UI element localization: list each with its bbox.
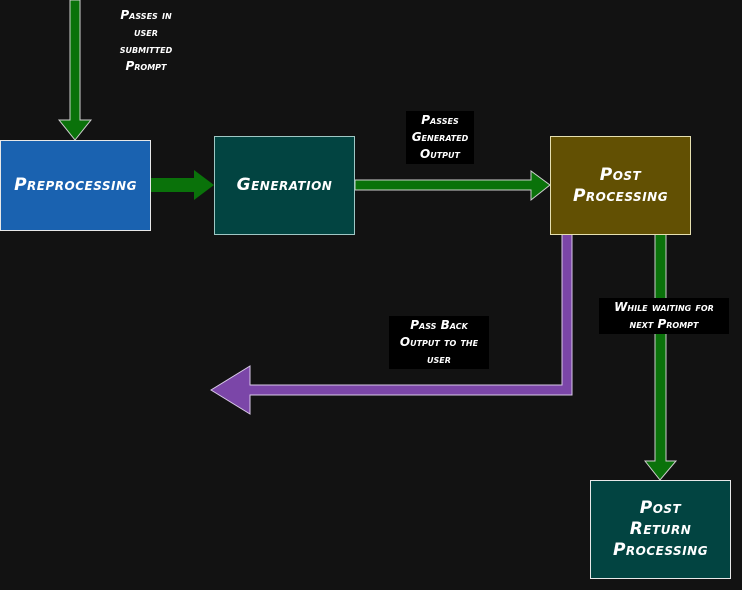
arrow-preprocessing-to-generation — [151, 170, 214, 200]
input-label: Passes in user submitted Prompt — [119, 8, 173, 73]
generated-output-label: Passes Generated Output — [406, 111, 474, 164]
arrow-post-processing-to-post-return — [643, 233, 678, 481]
arrow-pass-back-to-user — [210, 233, 573, 415]
preprocessing-node[interactable]: Preprocessing — [0, 140, 151, 231]
post-return-processing-node[interactable]: Post Return Processing — [590, 480, 731, 579]
post-processing-node[interactable]: Post Processing — [550, 136, 691, 235]
waiting-label: While waiting for next Prompt — [599, 298, 729, 334]
arrow-generation-to-post-processing — [354, 170, 551, 202]
pass-back-label: Pass Back Output to the user — [389, 316, 489, 369]
input-arrow — [57, 0, 93, 141]
generation-node[interactable]: Generation — [214, 136, 355, 235]
